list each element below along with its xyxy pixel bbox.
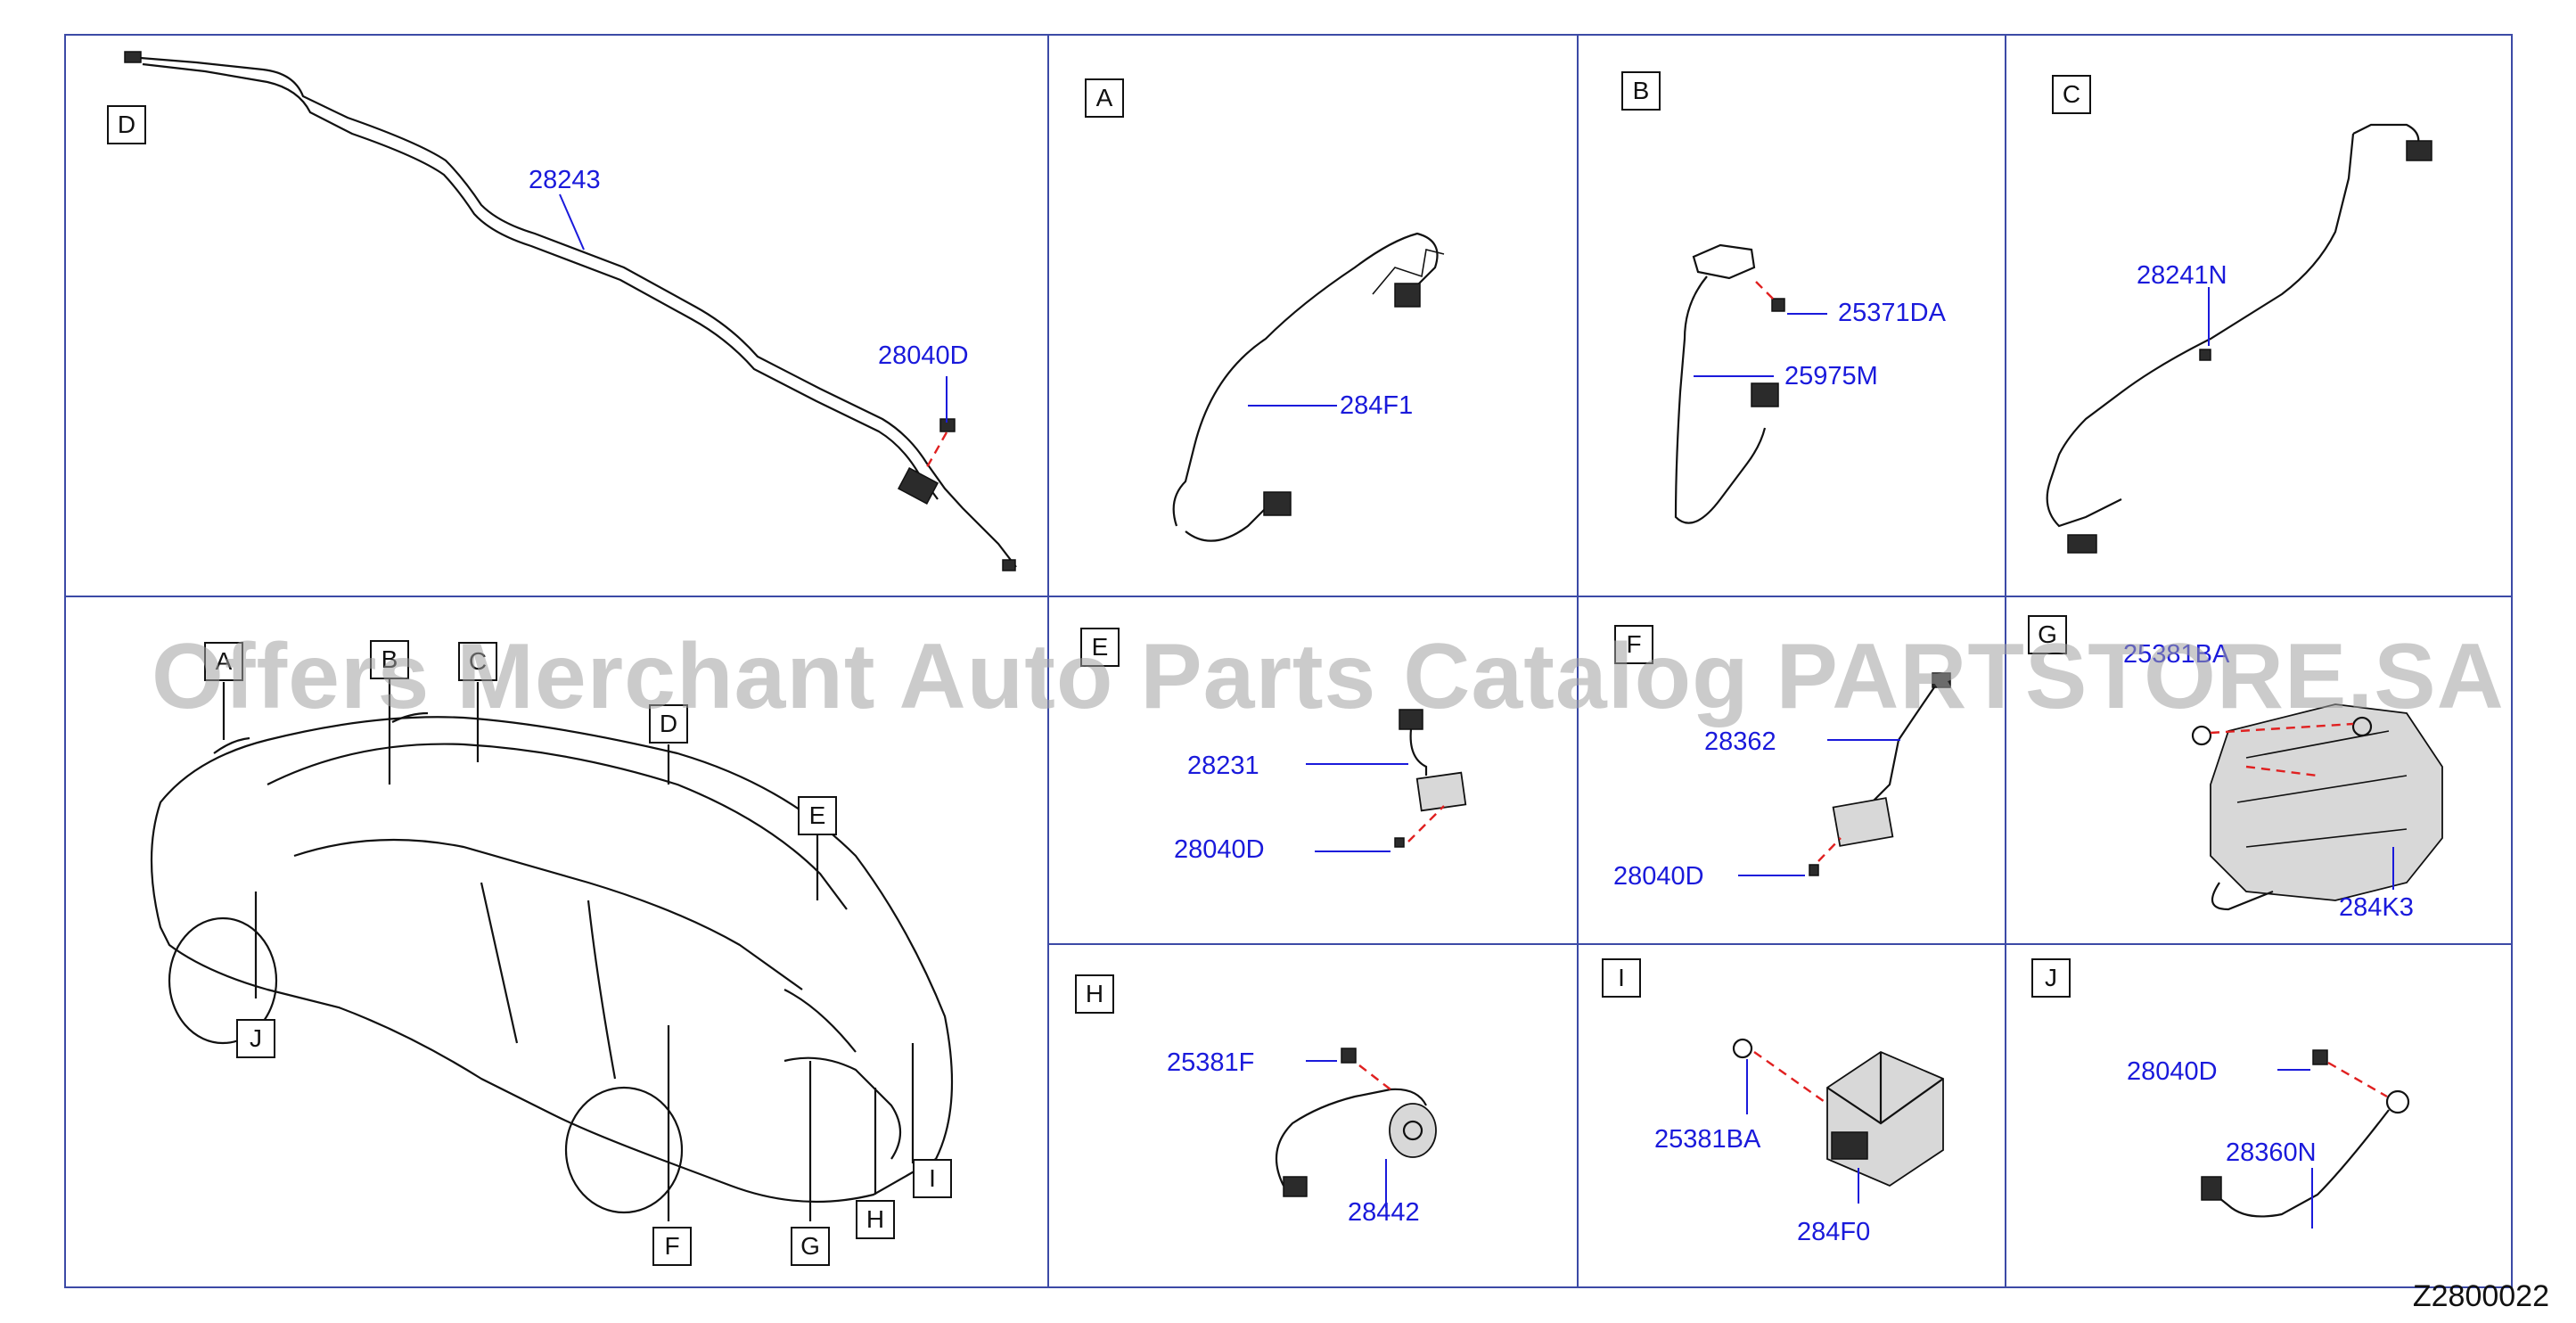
sensor-28231-drawing <box>1394 709 1467 848</box>
panel-a-box-label: A <box>1085 78 1124 118</box>
vehicle-callout-e[interactable]: E <box>798 796 837 835</box>
part-number-25371da[interactable]: 25371DA <box>1838 299 1946 327</box>
part-number-28040d[interactable]: 28040D <box>878 341 969 370</box>
part-number-28442[interactable]: 28442 <box>1348 1198 1420 1227</box>
part-number-28241n[interactable]: 28241N <box>2137 261 2227 290</box>
vehicle-outline-drawing <box>150 711 954 1214</box>
vehicle-callout-a[interactable]: A <box>204 642 243 681</box>
harness-28243-drawing <box>124 51 1017 571</box>
vehicle-callout-h[interactable]: H <box>856 1200 895 1239</box>
panel-c-box-label: C <box>2052 75 2091 114</box>
module-284f0-drawing <box>1732 1038 1944 1187</box>
harness-284f1-drawing <box>1172 232 1445 542</box>
part-number-25381f[interactable]: 25381F <box>1167 1048 1255 1077</box>
panel-g-box-label: G <box>2028 615 2067 654</box>
part-number-28362[interactable]: 28362 <box>1704 727 1776 756</box>
panel-b-box-label: B <box>1621 71 1661 111</box>
harness-28442-drawing <box>1275 1048 1437 1197</box>
part-number-28040d-e[interactable]: 28040D <box>1174 835 1265 864</box>
vehicle-callout-c[interactable]: C <box>458 642 497 681</box>
panel-i-box-label: I <box>1602 958 1641 998</box>
harness-28241n-drawing <box>2046 123 2432 554</box>
panel-h-box-label: H <box>1075 974 1114 1014</box>
vehicle-callout-leaders <box>222 679 915 1221</box>
vehicle-callout-f[interactable]: F <box>652 1227 692 1266</box>
diagram-id: Z2800022 <box>2412 1279 2549 1313</box>
panel-j <box>2005 943 2513 1288</box>
part-number-25975m[interactable]: 25975M <box>1784 362 1878 390</box>
part-number-25381ba-g[interactable]: 25381BA <box>2123 640 2230 669</box>
part-number-25381ba-i[interactable]: 25381BA <box>1654 1125 1761 1154</box>
panel-j-box-label: J <box>2031 958 2071 998</box>
harness-25975m-drawing <box>1674 243 1785 524</box>
part-number-28040d-f[interactable]: 28040D <box>1613 862 1704 891</box>
vehicle-callout-d[interactable]: D <box>649 704 688 744</box>
actuator-284k3-drawing <box>2191 703 2443 911</box>
vehicle-callout-b[interactable]: B <box>370 640 409 679</box>
vehicle-callout-i[interactable]: I <box>913 1159 952 1198</box>
panel-f-box-label: F <box>1614 625 1653 664</box>
part-number-284f0[interactable]: 284F0 <box>1797 1218 1871 1246</box>
watermark-text: Offers Merchant Auto Parts Catalog PARTS… <box>152 625 2505 728</box>
ground-28360n-drawing <box>2201 1049 2410 1218</box>
part-number-284k3[interactable]: 284K3 <box>2339 893 2414 922</box>
part-number-284f1[interactable]: 284F1 <box>1340 391 1414 420</box>
panel-d-box-label: D <box>107 105 146 144</box>
part-number-28231[interactable]: 28231 <box>1187 752 1259 780</box>
vehicle-callout-g[interactable]: G <box>791 1227 830 1266</box>
part-number-28243[interactable]: 28243 <box>529 166 601 194</box>
part-number-28040d-j[interactable]: 28040D <box>2127 1057 2218 1086</box>
vehicle-callout-j[interactable]: J <box>236 1019 275 1058</box>
panel-e-box-label: E <box>1080 628 1120 667</box>
part-number-28360n[interactable]: 28360N <box>2226 1138 2317 1167</box>
